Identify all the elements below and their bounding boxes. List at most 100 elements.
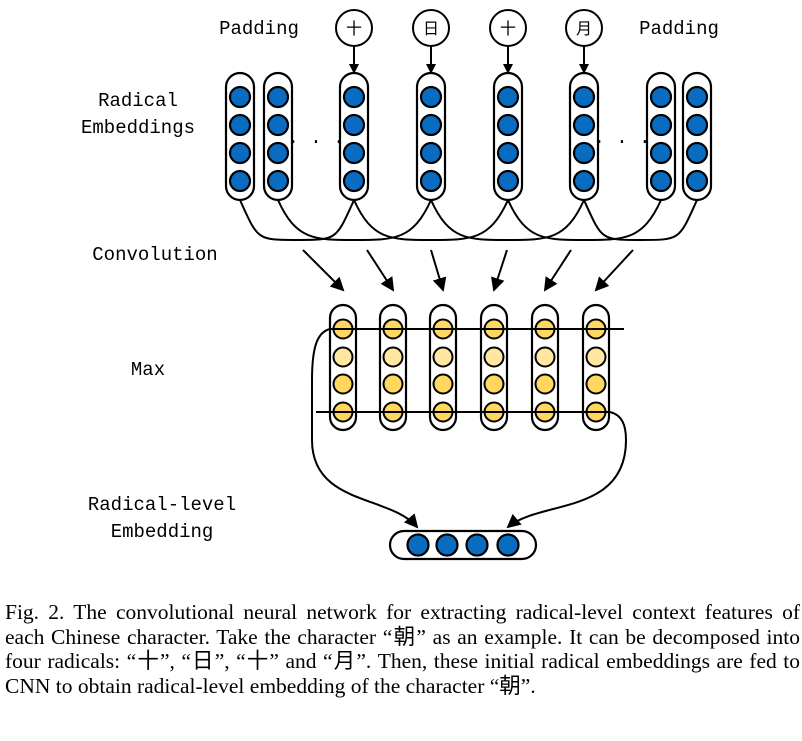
embedding-unit <box>572 169 596 193</box>
feature-unit <box>534 373 556 395</box>
feature-map-columns <box>328 303 611 432</box>
embedding-unit <box>496 141 520 165</box>
embedding-unit <box>266 141 290 165</box>
convolution-arrow <box>594 249 634 292</box>
embedding-unit <box>342 169 366 193</box>
max-to-output-right-curve <box>506 411 628 529</box>
figure-caption: Fig. 2. The convolutional neural network… <box>5 600 800 698</box>
embedding-unit <box>685 141 709 165</box>
radical-node: 十 <box>335 9 373 74</box>
feature-unit <box>432 373 454 395</box>
radical-glyph: 月 <box>576 19 592 38</box>
radical-embedding-columns <box>224 71 713 202</box>
radical-glyph: 日 <box>423 19 439 38</box>
radical-level-embedding <box>388 529 538 561</box>
embedding-unit <box>419 113 443 137</box>
embedding-column <box>492 71 524 202</box>
max-to-output-left-curve <box>311 328 419 529</box>
embedding-unit <box>649 169 673 193</box>
output-unit <box>465 533 489 557</box>
convolution-curve <box>353 199 509 242</box>
convolution-arrow <box>302 249 345 292</box>
embedding-unit <box>572 141 596 165</box>
convolution-curve <box>583 199 698 242</box>
radical-level-label-line1: Radical-level <box>88 494 236 516</box>
convolution-arrow <box>543 249 572 292</box>
convolution-curve <box>239 199 355 242</box>
embedding-column <box>645 71 677 202</box>
feature-unit <box>382 346 404 368</box>
embedding-unit <box>342 85 366 109</box>
embedding-column <box>224 71 256 202</box>
feature-column <box>530 303 560 432</box>
ellipsis-left: · · · <box>287 131 344 153</box>
embedding-unit <box>685 169 709 193</box>
output-unit <box>496 533 520 557</box>
convolution-arrow <box>430 249 447 292</box>
padding-left-label: Padding <box>219 18 299 40</box>
embedding-unit <box>342 113 366 137</box>
radical-embeddings-label-line1: Radical <box>98 90 178 112</box>
embedding-unit <box>266 85 290 109</box>
convolution-curve <box>277 199 432 242</box>
padding-right-label: Padding <box>639 18 719 40</box>
convolution-curves <box>239 199 698 242</box>
cnn-diagram: Padding Padding Radical Embeddings Convo… <box>81 9 719 561</box>
feature-unit <box>432 346 454 368</box>
embedding-unit <box>685 113 709 137</box>
embedding-unit <box>496 169 520 193</box>
embedding-column <box>681 71 713 202</box>
feature-unit <box>382 373 404 395</box>
feature-unit <box>332 373 354 395</box>
ellipsis-right: · · · <box>593 131 650 153</box>
embedding-unit <box>419 141 443 165</box>
embedding-unit <box>419 85 443 109</box>
radical-embeddings-label-line2: Embeddings <box>81 117 195 139</box>
feature-unit <box>534 346 556 368</box>
embedding-unit <box>649 113 673 137</box>
embedding-column <box>338 71 370 202</box>
embedding-unit <box>649 85 673 109</box>
embedding-unit <box>228 141 252 165</box>
feature-unit <box>483 346 505 368</box>
convolution-curve <box>430 199 585 242</box>
embedding-unit <box>496 113 520 137</box>
radical-glyph: 十 <box>346 19 362 38</box>
convolution-label: Convolution <box>92 244 217 266</box>
embedding-unit <box>496 85 520 109</box>
feature-unit <box>332 346 354 368</box>
feature-unit <box>585 373 607 395</box>
radical-glyph: 十 <box>500 19 516 38</box>
convolution-arrows <box>302 249 634 292</box>
radical-input-nodes: 十日十月 <box>335 9 603 74</box>
embedding-unit <box>572 85 596 109</box>
embedding-column <box>262 71 294 202</box>
radical-node: 十 <box>489 9 527 74</box>
embedding-unit <box>649 141 673 165</box>
max-label: Max <box>131 359 165 381</box>
embedding-unit <box>685 85 709 109</box>
embedding-column <box>415 71 447 202</box>
radical-node: 日 <box>412 9 450 74</box>
feature-column <box>581 303 611 432</box>
max-pooling-lines <box>311 328 628 529</box>
feature-unit <box>483 373 505 395</box>
embedding-unit <box>228 85 252 109</box>
embedding-column <box>568 71 600 202</box>
output-unit <box>406 533 430 557</box>
convolution-curve <box>507 199 662 242</box>
output-unit <box>435 533 459 557</box>
convolution-arrow <box>366 249 395 292</box>
embedding-unit <box>266 169 290 193</box>
embedding-unit <box>228 169 252 193</box>
embedding-unit <box>419 169 443 193</box>
embedding-unit <box>342 141 366 165</box>
radical-level-label-line2: Embedding <box>111 521 214 543</box>
embedding-unit <box>266 113 290 137</box>
convolution-arrow <box>491 249 508 292</box>
embedding-unit <box>228 113 252 137</box>
feature-unit <box>585 346 607 368</box>
embedding-unit <box>572 113 596 137</box>
radical-node: 月 <box>565 9 603 74</box>
feature-column <box>479 303 509 432</box>
